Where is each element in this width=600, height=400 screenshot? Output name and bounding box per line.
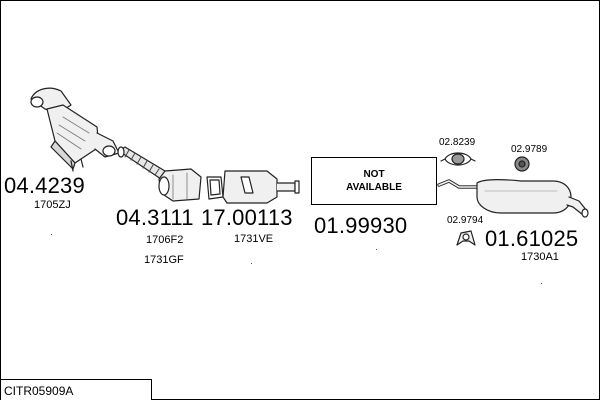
part-number-01-61025[interactable]: 01.61025 bbox=[485, 226, 579, 251]
part-code-1731gf: 1731GF bbox=[144, 254, 184, 266]
part-number-04-3111[interactable]: 04.3111 bbox=[116, 205, 194, 230]
not-available-line1: NOT bbox=[363, 169, 385, 180]
not-available-box: NOT AVAILABLE bbox=[311, 157, 437, 205]
part-number-02-9794[interactable]: 02.9794 bbox=[447, 215, 484, 226]
part-number-02-9789[interactable]: 02.9789 bbox=[511, 144, 548, 155]
reference-box: CITR05909A bbox=[1, 379, 152, 400]
clamp-02-8239-drawing bbox=[440, 152, 476, 166]
dot-mark bbox=[251, 263, 252, 264]
catalytic-converter-drawing bbox=[30, 87, 120, 172]
flex-pipe-drawing bbox=[117, 146, 166, 180]
part-code-1706f2: 1706F2 bbox=[146, 234, 184, 246]
reference-code: CITR05909A bbox=[4, 384, 74, 398]
particle-filter-drawing bbox=[222, 170, 300, 204]
front-catalyst-drawing bbox=[158, 168, 202, 202]
part-code-1731ve: 1731VE bbox=[234, 233, 274, 245]
gasket-02-9789-drawing bbox=[514, 156, 530, 172]
part-number-02-8239[interactable]: 02.8239 bbox=[439, 137, 476, 148]
part-number-01-99930[interactable]: 01.99930 bbox=[314, 213, 408, 238]
part-code-1730a1: 1730A1 bbox=[521, 251, 559, 263]
part-number-04-4239[interactable]: 04.4239 bbox=[4, 173, 85, 198]
not-available-line2: AVAILABLE bbox=[346, 182, 402, 193]
dot-mark bbox=[541, 283, 542, 284]
rear-silencer-drawing bbox=[437, 179, 589, 218]
part-code-1705zj: 1705ZJ bbox=[34, 199, 71, 211]
clamp-ring-drawing bbox=[206, 176, 224, 200]
mount-02-9794-drawing bbox=[456, 230, 476, 246]
dot-mark bbox=[51, 234, 52, 235]
part-number-17-00113[interactable]: 17.00113 bbox=[201, 205, 293, 230]
dot-mark bbox=[376, 249, 377, 250]
